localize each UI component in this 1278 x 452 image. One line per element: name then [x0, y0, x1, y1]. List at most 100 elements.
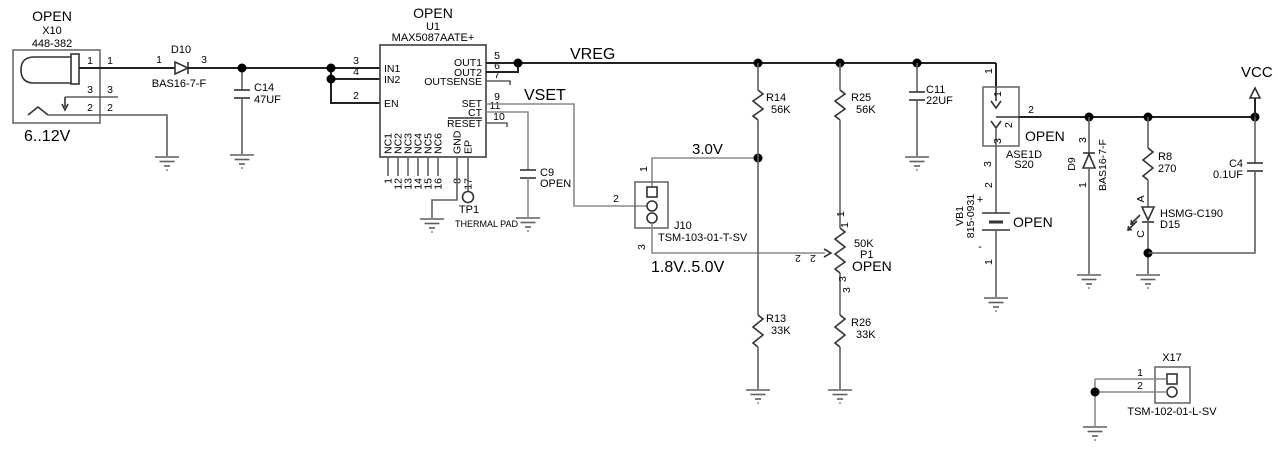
ground-symbol	[229, 154, 255, 169]
capacitor-c14: C14 47UF	[229, 63, 281, 169]
u1-status: OPEN	[413, 5, 453, 21]
junction-dot	[237, 63, 247, 73]
ground-symbol	[745, 389, 771, 404]
ground-symbol	[1076, 274, 1102, 289]
ground-symbol	[1082, 426, 1108, 441]
j10-pin2-num: 2	[613, 193, 619, 205]
net-label-vset: VSET	[524, 87, 566, 104]
d10-part: BAS16-7-F	[152, 78, 207, 90]
p1-pin3-num: 3	[837, 276, 849, 282]
junction-dot	[513, 58, 523, 68]
j10-pin1-num: 1	[638, 166, 650, 172]
vb1-status: OPEN	[1013, 214, 1053, 230]
diode-d10: D10 1 3 BAS16-7-F	[152, 44, 380, 90]
u1-pin-name: NC4	[413, 133, 425, 154]
p1-pin1-num: 1	[835, 211, 847, 217]
r26-value: 33K	[856, 329, 876, 341]
p1-pin2-num: 2	[810, 252, 816, 264]
s20-status: OPEN	[1025, 128, 1065, 144]
c9-ref: C9	[540, 167, 554, 179]
r13-value: 33K	[771, 325, 791, 337]
s20-pin3-outer: 3	[982, 161, 994, 167]
d15-cathode-label: C	[1135, 230, 1147, 238]
x10-pin3-outer: 3	[107, 84, 113, 96]
u1-pin-num: 4	[353, 66, 359, 78]
ground-symbol	[154, 156, 180, 171]
r8-value: 270	[1158, 163, 1176, 175]
resistor-r25: R25 56K	[833, 58, 876, 228]
header-j10: 3.0V 1 2 3 J10 TSM-103-01-T-SV 1.8V..5.0…	[613, 141, 833, 276]
led-d15: A C HSMG-C190 D15	[1127, 195, 1223, 289]
resistor-r8: R8 270	[1141, 112, 1176, 207]
s20-pin2-outer: 2	[1028, 104, 1034, 116]
p1-value: 50K	[854, 238, 874, 250]
diode-d9: 3 D9 BAS16-7-F 1	[1066, 112, 1109, 289]
ground-symbol	[419, 218, 445, 233]
switch-s20: 1 1 2 3 3 2 OPEN ASE1D S20	[982, 63, 1255, 213]
connector-x10: OPEN X10 448-382 1 1 3 3 2 2 6..12V	[12, 8, 180, 171]
p1-pin2-num: 2	[795, 252, 801, 264]
testpoint-tp1: TP1 THERMAL PAD	[455, 176, 519, 229]
resistor-r14: R14 56K	[751, 58, 791, 315]
input-branches	[326, 63, 380, 104]
junction-dot	[326, 63, 336, 73]
r13-ref: R13	[766, 313, 786, 325]
u1-pin-name: OUT1	[454, 57, 482, 69]
ic-u1: OPEN U1 MAX5087AATE+ IN1 IN2 EN 3 4 2 OU…	[353, 5, 519, 233]
u1-pin-name: SET	[462, 98, 483, 110]
net-vreg: VREG	[486, 46, 996, 68]
x10-part: 448-382	[32, 38, 72, 50]
vb1-pin1-num: 1	[983, 259, 995, 265]
x17-pin2-num: 2	[1137, 380, 1143, 392]
d9-pin1-num: 1	[1077, 182, 1089, 188]
u1-pin-num: 6	[494, 60, 500, 72]
c4-ref: C4	[1229, 158, 1243, 170]
s20-pin1-inner: 1	[992, 91, 1004, 97]
net-vcc: VCC	[1241, 64, 1273, 122]
x10-pin1-inner: 1	[87, 55, 93, 67]
r25-value: 56K	[856, 104, 876, 116]
capacitor-c4: C4 0.1UF	[1148, 117, 1263, 254]
d10-pin-anode: 1	[156, 54, 162, 66]
r8-ref: R8	[1158, 151, 1172, 163]
d15-ref: D15	[1160, 219, 1180, 231]
u1-pin-num: 10	[493, 111, 505, 123]
u1-pin-num: 2	[353, 90, 359, 102]
c14-ref: C14	[254, 82, 274, 94]
u1-pin-name: OUTSENSE	[424, 76, 482, 88]
u1-pin-name: CT	[468, 107, 483, 119]
u1-pin-num: 1	[383, 178, 395, 184]
vb1-part: 815-0931	[965, 194, 977, 239]
resistor-r13: R13 33K	[745, 313, 791, 404]
r26-ref: R26	[851, 317, 871, 329]
junction-dot	[326, 74, 336, 84]
u1-pin-name: IN1	[384, 63, 401, 75]
net-label-vin: 6..12V	[24, 128, 71, 145]
d9-part: BAS16-7-F	[1097, 139, 1109, 191]
d9-ref: D9	[1066, 157, 1078, 171]
ground-symbol	[827, 389, 853, 404]
c9-value: OPEN	[540, 178, 571, 190]
j10-part: TSM-103-01-T-SV	[658, 232, 748, 244]
u1-pin-name: NC3	[403, 133, 415, 154]
x10-pin2-inner: 2	[87, 102, 93, 114]
u1-pin-num: 15	[423, 178, 435, 190]
u1-pin-name: NC5	[423, 133, 435, 154]
x10-ref: X10	[42, 25, 62, 37]
d10-pin-cathode: 3	[201, 54, 207, 66]
u1-pin-name: EN	[384, 98, 399, 110]
header-x17: X17 1 2 TSM-102-01-L-SV	[1082, 352, 1217, 441]
p1-status: OPEN	[852, 258, 892, 274]
vb1-minus: -	[978, 241, 982, 253]
r14-ref: R14	[766, 92, 786, 104]
net-label-3v0: 3.0V	[692, 141, 723, 158]
r25-ref: R25	[851, 92, 871, 104]
u1-pin-num: 7	[494, 69, 500, 81]
u1-pin-num: 13	[403, 178, 415, 190]
u1-pin-name: NC2	[393, 133, 405, 154]
vb1-plus: +	[977, 194, 983, 206]
j10-pin3-num: 3	[636, 244, 648, 250]
u1-pin-name: EP	[463, 140, 475, 154]
x10-pin3-inner: 3	[87, 84, 93, 96]
u1-pin-num: 12	[393, 178, 405, 190]
